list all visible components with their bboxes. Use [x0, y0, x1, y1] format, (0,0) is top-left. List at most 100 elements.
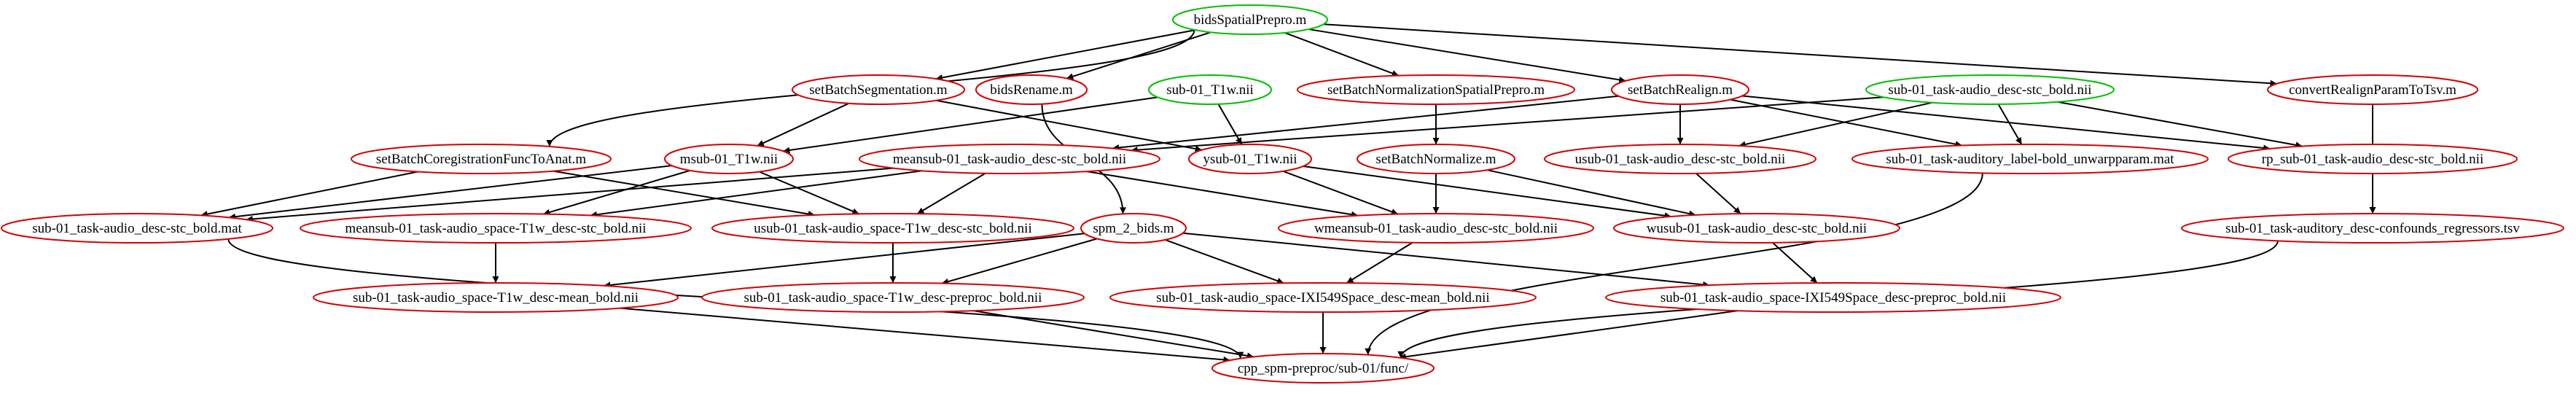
node-ellipse: [711, 213, 1074, 244]
edge-ysub-to-wmeansub: [1282, 170, 1399, 215]
edge-spm2bids-to-iximean: [1165, 238, 1284, 284]
node-wmeansub: wmeansub-01_task-audio_desc-stc_bold.nii: [1278, 213, 1594, 244]
node-label: spm_2_bids.m: [1093, 221, 1174, 236]
edge-setbatchsegmentation-to-msub: [757, 102, 849, 147]
node-ellipse: [1109, 282, 1537, 313]
node-setbatchsegmentation: setBatchSegmentation.m: [792, 74, 965, 105]
edge-msub-to-usubt1w: [759, 171, 859, 215]
node-ellipse: [1611, 74, 1749, 105]
node-label: meansub-01_task-audio_space-T1w_desc-stc…: [345, 221, 646, 236]
node-meansub: meansub-01_task-audio_desc-stc_bold.nii: [859, 144, 1160, 174]
node-label: convertRealignParamToTsv.m: [2289, 82, 2456, 98]
node-spm2bids: spm_2_bids.m: [1080, 213, 1187, 244]
node-ellipse: [1357, 144, 1515, 174]
node-ellipse: [2228, 144, 2518, 174]
node-label: rp_sub-01_task-audio_desc-stc_bold.nii: [2262, 152, 2483, 167]
node-label: sub-01_T1w.nii: [1166, 82, 1254, 98]
node-label: bidsSpatialPrepro.m: [1194, 12, 1307, 28]
edge-unwarpparam-to-cppout: [1365, 173, 1983, 355]
edge-wmeansub-to-iximean: [1346, 241, 1413, 284]
edge-bidsspatialprepro-to-convertrealign: [1323, 23, 2277, 87]
node-label: setBatchNormalize.m: [1375, 152, 1496, 167]
node-iximean: sub-01_task-audio_space-IXI549Space_desc…: [1109, 282, 1537, 313]
node-label: setBatchNormalizationSpatialPrepro.m: [1327, 82, 1545, 98]
node-ellipse: [701, 282, 1085, 313]
edge-bidsspatialprepro-to-setbatchsegmentation: [935, 29, 1196, 81]
node-t1wpreproc: sub-01_task-audio_space-T1w_desc-preproc…: [701, 282, 1085, 313]
node-ellipse: [2181, 213, 2564, 244]
edge-t1wmean-to-cppout: [620, 307, 1230, 363]
node-label: usub-01_task-audio_space-T1w_desc-stc_bo…: [754, 221, 1032, 236]
edge-bidsspatialprepro-to-setbatchnormspatial: [1284, 31, 1400, 77]
node-ellipse: [1148, 74, 1272, 105]
node-sub01t1w: sub-01_T1w.nii: [1148, 74, 1272, 105]
edge-subbold-to-unwarpparam: [1997, 104, 2023, 145]
node-label: sub-01_task-auditory_desc-confounds_regr…: [2225, 221, 2520, 236]
edge-setbatchcoreg-to-usubt1w: [553, 170, 815, 217]
node-label: setBatchRealign.m: [1628, 82, 1733, 98]
edge-bidsspatialprepro-to-setbatchrealign: [1308, 28, 1626, 83]
node-bidsspatialprepro: bidsSpatialPrepro.m: [1172, 4, 1328, 35]
edge-setbatchrealign-to-meansub: [1112, 95, 1619, 151]
node-ellipse: [664, 144, 794, 174]
node-ellipse: [1297, 74, 1575, 105]
node-label: sub-01_task-audio_space-IXI549Space_desc…: [1660, 290, 2006, 306]
node-ellipse: [300, 213, 692, 244]
node-subbold: sub-01_task-audio_desc-stc_bold.nii: [1865, 74, 2115, 105]
node-msub: msub-01_T1w.nii: [664, 144, 794, 174]
edge-t1wpreproc-to-cppout: [973, 310, 1254, 359]
node-confounds: sub-01_task-auditory_desc-confounds_regr…: [2181, 213, 2564, 244]
node-label: sub-01_task-audio_desc-stc_bold.mat: [32, 221, 242, 236]
edge-setbatchnormalize-to-wusub: [1487, 169, 1696, 217]
node-label: sub-01_task-audio_space-T1w_desc-preproc…: [744, 290, 1042, 306]
edge-meansub-to-boldmat: [246, 167, 894, 222]
edge-spm2bids-to-t1wmean: [604, 233, 1085, 289]
node-label: sub-01_task-audio_space-T1w_desc-mean_bo…: [353, 290, 639, 306]
node-label: setBatchSegmentation.m: [809, 82, 948, 98]
node-rpsub: rp_sub-01_task-audio_desc-stc_bold.nii: [2228, 144, 2518, 174]
edge-wusub-to-ixipreproc: [1772, 242, 1818, 284]
edge-subbold-to-meansub: [1131, 96, 1884, 154]
node-setbatchnormspatial: setBatchNormalizationSpatialPrepro.m: [1297, 74, 1575, 105]
node-ixipreproc: sub-01_task-audio_space-IXI549Space_desc…: [1605, 282, 2061, 313]
node-label: cpp_spm-preproc/sub-01/func/: [1238, 361, 1409, 376]
node-unwarpparam: sub-01_task-auditory_label-bold_unwarppa…: [1851, 144, 2209, 174]
node-usubt1w: usub-01_task-audio_space-T1w_desc-stc_bo…: [711, 213, 1074, 244]
node-ellipse: [1188, 144, 1312, 174]
node-cppout: cpp_spm-preproc/sub-01/func/: [1211, 353, 1435, 384]
node-convertrealign: convertRealignParamToTsv.m: [2267, 74, 2478, 105]
edge-setbatchrealign-to-rpsub: [1741, 95, 2271, 152]
edge-meansub-to-wmeansub: [1086, 171, 1359, 218]
node-ellipse: [313, 282, 679, 313]
node-label: msub-01_T1w.nii: [680, 152, 778, 167]
node-label: sub-01_task-audio_space-IXI549Space_desc…: [1156, 290, 1489, 306]
edge-bidsspatialprepro-to-bidsrename: [1066, 31, 1211, 80]
node-meansubt1w: meansub-01_task-audio_space-T1w_desc-stc…: [300, 213, 692, 244]
edge-ixipreproc-to-cppout: [1399, 310, 1738, 360]
node-label: ysub-01_T1w.nii: [1203, 152, 1297, 167]
node-ellipse: [792, 74, 965, 105]
node-label: wmeansub-01_task-audio_desc-stc_bold.nii: [1314, 221, 1558, 236]
node-wusub: wusub-01_task-audio_desc-stc_bold.nii: [1613, 213, 1900, 244]
node-ysub: ysub-01_T1w.nii: [1188, 144, 1312, 174]
node-ellipse: [2267, 74, 2478, 105]
node-ellipse: [975, 74, 1088, 105]
edge-spm2bids-to-ixipreproc: [1182, 232, 1710, 288]
node-ellipse: [1080, 213, 1187, 244]
edge-meansub-to-meansubt1w: [590, 170, 922, 218]
node-ellipse: [1605, 282, 2061, 313]
edge-sub01t1w-to-ysub: [1217, 104, 1243, 145]
edge-usub-to-wusub: [1695, 173, 1741, 214]
edge-meansub-to-usubt1w: [916, 172, 986, 215]
node-ellipse: [1544, 144, 1816, 174]
node-ellipse: [1851, 144, 2209, 174]
edge-setbatchsegmentation-to-ysub: [936, 99, 1203, 152]
node-label: bidsRename.m: [990, 82, 1073, 98]
edge-sub01t1w-to-msub: [783, 96, 1158, 154]
node-label: sub-01_task-auditory_label-bold_unwarppa…: [1886, 152, 2174, 167]
node-ellipse: [1211, 353, 1435, 384]
node-ellipse: [859, 144, 1160, 174]
edge-subbold-to-rpsub: [2057, 101, 2303, 149]
node-boldmat: sub-01_task-audio_desc-stc_bold.mat: [1, 213, 273, 244]
